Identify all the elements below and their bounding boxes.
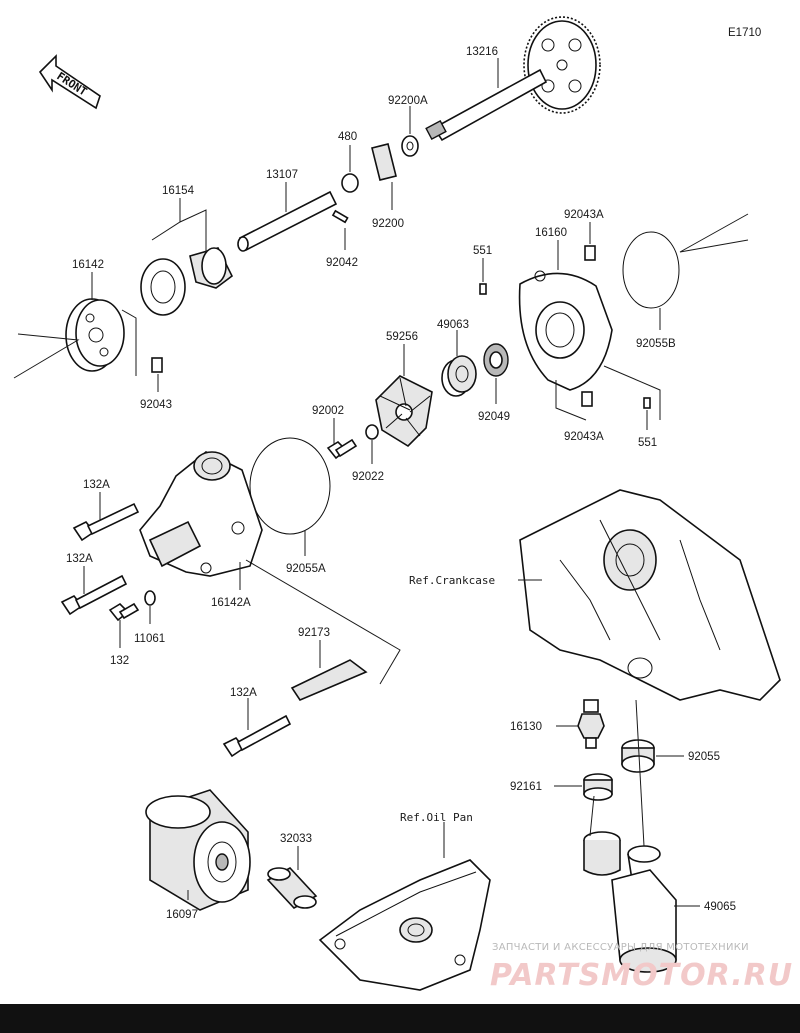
circlip-480	[341, 173, 359, 193]
plate-92200	[371, 143, 397, 181]
label-92043: 92043	[140, 399, 172, 411]
label-92043a-bottom: 92043A	[564, 431, 604, 443]
label-480: 480	[338, 131, 357, 143]
label-551-top: 551	[473, 245, 492, 257]
label-92042: 92042	[326, 257, 358, 269]
label-132a-1: 132A	[83, 479, 110, 491]
label-49063: 49063	[437, 319, 469, 331]
label-92049: 92049	[478, 411, 510, 423]
label-132a-3: 132A	[230, 687, 257, 699]
label-551-bottom: 551	[638, 437, 657, 449]
crankcase-outline	[519, 489, 781, 701]
bolt-132a-1	[72, 502, 140, 542]
oil-filter-16097	[145, 789, 251, 911]
pump-shaft-13107	[237, 190, 338, 252]
label-16154: 16154	[162, 185, 195, 197]
bracket-92173	[290, 659, 368, 701]
pin-551-bottom	[643, 397, 651, 409]
o-ring-92055b	[622, 231, 680, 309]
label-32033: 32033	[280, 833, 312, 845]
diagram-code: E1710	[728, 27, 761, 39]
pin-92042	[331, 209, 349, 224]
front-arrow-icon: FRONT	[38, 54, 101, 110]
pipe-32033	[266, 866, 318, 910]
oil-pan-outline	[318, 859, 491, 991]
bolt-132a-3	[222, 714, 292, 758]
label-92055b: 92055B	[636, 338, 676, 350]
label-49065: 49065	[704, 901, 736, 913]
ref-crankcase: Ref.Crankcase	[409, 574, 495, 587]
label-16160: 16160	[535, 227, 567, 239]
impeller-59256	[375, 375, 433, 448]
label-92022: 92022	[352, 471, 384, 483]
label-11061: 11061	[134, 633, 165, 645]
label-13107: 13107	[266, 169, 298, 181]
label-16142: 16142	[72, 259, 104, 271]
collar-92161	[583, 773, 613, 801]
label-92055a: 92055A	[286, 563, 326, 575]
label-16097: 16097	[166, 909, 198, 921]
label-59256: 59256	[386, 331, 418, 343]
o-ring-92055a	[249, 437, 331, 535]
washer-92200a	[401, 135, 419, 157]
label-16142a: 16142A	[211, 597, 251, 609]
label-16130: 16130	[510, 721, 542, 733]
label-92200a: 92200A	[388, 95, 428, 107]
watermark-tagline: ЗАПЧАСТИ И АКСЕССУАРЫ ДЛЯ МОТОТЕХНИКИ	[492, 942, 749, 953]
union-16130	[577, 699, 605, 749]
bolt-92002	[326, 438, 358, 460]
label-92043a-top: 92043A	[564, 209, 604, 221]
mechanical-seal-49063	[441, 355, 477, 397]
label-132: 132	[110, 655, 129, 667]
label-132a-2: 132A	[66, 553, 93, 565]
label-92161: 92161	[510, 781, 542, 793]
label-13216: 13216	[466, 46, 498, 58]
label-92173: 92173	[298, 627, 330, 639]
dowel-92043a-bottom	[581, 391, 593, 407]
bolt-132	[108, 602, 140, 622]
rotor-set-16154	[140, 247, 234, 316]
pump-cover-16142	[65, 298, 125, 372]
bottom-bar	[0, 1004, 800, 1033]
oil-strainer-pipe-49065	[583, 831, 677, 973]
oil-seal-92049	[483, 343, 509, 377]
watermark-logo: PARTSMOTOR.RU	[490, 958, 793, 993]
oil-pump-drive-gear	[425, 16, 601, 142]
pin-551-top	[479, 283, 487, 295]
pump-body-16160	[518, 270, 613, 391]
washer-11061	[144, 590, 156, 606]
pump-housing-16142a	[139, 451, 263, 577]
washer-92022	[365, 424, 379, 440]
label-92200: 92200	[372, 218, 404, 230]
dowel-92043a-top	[584, 245, 596, 261]
label-92055: 92055	[688, 751, 720, 763]
ref-oil-pan: Ref.Oil Pan	[400, 811, 473, 824]
label-92002: 92002	[312, 405, 344, 417]
o-ring-92055	[621, 739, 655, 773]
dowel-92043	[151, 357, 163, 373]
bolt-132a-2	[60, 574, 128, 616]
